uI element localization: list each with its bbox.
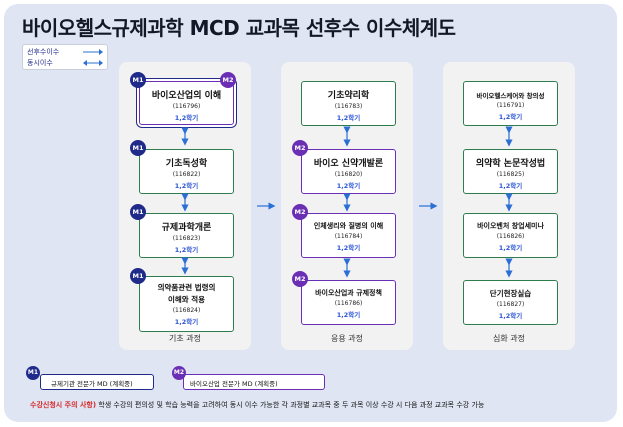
course-code: (116826) [496,233,525,240]
m2-badge: M2 [292,271,308,287]
enrollment-note: 수강신청시 주의 사항) 학생 수강의 편의성 및 학습 능력을 고려하여 동시… [30,400,484,410]
course-code: (116796) [172,103,201,110]
note-warning: 수강신청시 주의 사항) [30,401,97,409]
course-semester: 1,2학기 [174,318,199,326]
course-name: 바이오헬스케어와 창의성 [476,92,545,100]
m2-key: 바이오산업 전문가 MD (계획중) [183,374,325,390]
m1-badge: M1 [130,204,146,220]
m1-badge: M1 [130,140,146,156]
course-code: (116820) [334,171,363,178]
arrow-legend: 선후수이수 동시이수 [22,44,108,70]
course-semester: 1,2학기 [336,114,361,122]
legend-concurrent-arrow-icon [83,60,103,66]
course-box: 바이오헬스케어와 창의성 (116791) 1,2학기 [463,81,558,126]
m1-key: 규제기관 전문가 MD (계획중) [40,374,154,390]
course-name: 기초약리학 [327,91,370,101]
note-text: 학생 수강의 편의성 및 학습 능력을 고려하여 동시 이수 가능한 각 과정별… [98,401,485,409]
course-code: (116784) [334,233,363,240]
course-box: 기초약리학 (116783) 1,2학기 [301,81,396,126]
course-name: 인체생리와 질병의 이해 [313,222,384,230]
course-name: 바이오산업과 규제정책 [315,289,382,297]
m2-badge: M2 [220,72,236,88]
course-box: 의약품관련 법령의 이해와 적용 (116824) 1,2학기 [139,276,234,332]
m1-badge: M1 [130,72,146,88]
course-code: (116824) [172,307,201,314]
course-name: 바이오산업의 이해 [151,91,222,101]
course-name: 바이오 신약개발론 [313,159,384,169]
legend-prerequisite: 선후수이수 [27,48,60,56]
course-name-line2: 이해와 적용 [167,295,206,304]
column-applied-label: 응용 과정 [331,334,363,343]
course-code: (116822) [172,171,201,178]
course-semester: 1,2학기 [336,311,361,319]
course-code: (116827) [496,301,525,308]
m1-key-label: 규제기관 전문가 MD (계획중) [51,380,133,388]
diagram-title: 바이오헬스규제과학 MCD 교과목 선후수 이수체계도 [22,16,456,40]
course-semester: 1,2학기 [336,182,361,190]
course-box: 바이오벤처 창업세미나 (116826) 1,2학기 [463,213,558,258]
course-code: (116823) [172,235,201,242]
course-code: (116825) [496,171,525,178]
course-semester: 1,2학기 [498,182,523,190]
m1-badge: M1 [26,366,40,380]
course-name: 규제과학개론 [161,223,212,233]
course-box: 규제과학개론 (116823) 1,2학기 [139,213,234,258]
course-code: (116791) [496,102,525,109]
m2-key-label: 바이오산업 전문가 MD (계획중) [190,380,278,388]
m2-badge: M2 [172,366,186,380]
m2-badge: M2 [292,204,308,220]
course-semester: 1,2학기 [498,312,523,320]
course-semester: 1,2학기 [498,244,523,252]
m2-badge: M2 [292,140,308,156]
course-box: 바이오 신약개발론 (116820) 1,2학기 [301,149,396,194]
course-name-line1: 의약품관련 법령의 [157,283,216,292]
course-semester: 1,2학기 [336,244,361,252]
course-box: 바이오산업과 규제정책 (116786) 1,2학기 [301,280,396,325]
course-semester: 1,2학기 [498,113,523,121]
course-name: 바이오벤처 창업세미나 [477,222,544,230]
course-code: (116786) [334,300,363,307]
course-box: 단기현장실습 (116827) 1,2학기 [463,280,558,325]
column-advanced-label: 심화 과정 [493,334,525,343]
course-semester: 1,2학기 [174,246,199,254]
legend-prerequisite-arrow-icon [83,49,103,55]
course-box: 바이오산업의 이해 (116796) 1,2학기 [139,81,234,125]
course-box: 의약학 논문작성법 (116825) 1,2학기 [463,149,558,194]
course-semester: 1,2학기 [174,114,199,122]
course-name: 의약학 논문작성법 [475,159,546,169]
column-basic-label: 기초 과정 [169,334,201,343]
course-name: 단기현장실습 [489,289,532,298]
m1-badge: M1 [130,268,146,284]
legend-concurrent: 동시이수 [27,59,53,67]
course-name: 기초독성학 [165,159,208,169]
course-code: (116783) [334,103,363,110]
course-box: 기초독성학 (116822) 1,2학기 [139,149,234,194]
course-semester: 1,2학기 [174,182,199,190]
course-box: 인체생리와 질병의 이해 (116784) 1,2학기 [301,213,396,258]
